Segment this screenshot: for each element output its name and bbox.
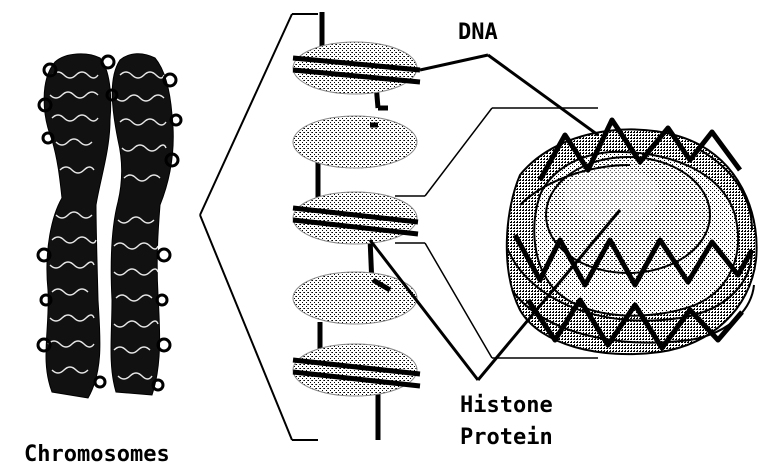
histone-label-line2: Protein xyxy=(460,425,553,451)
chromatid-left xyxy=(44,54,111,398)
chromatid-right xyxy=(111,54,173,395)
nucleosome-fiber xyxy=(293,12,420,440)
chromosomes-label: Chromosomes xyxy=(24,442,170,468)
dna-label: DNA xyxy=(458,20,498,46)
chromosome xyxy=(38,54,181,398)
dna-leader-to-fiber xyxy=(420,55,488,70)
nucleosome-detail xyxy=(507,120,757,354)
dna-leader-to-coil xyxy=(488,55,598,135)
histone-label-line1: Histone xyxy=(460,393,553,419)
